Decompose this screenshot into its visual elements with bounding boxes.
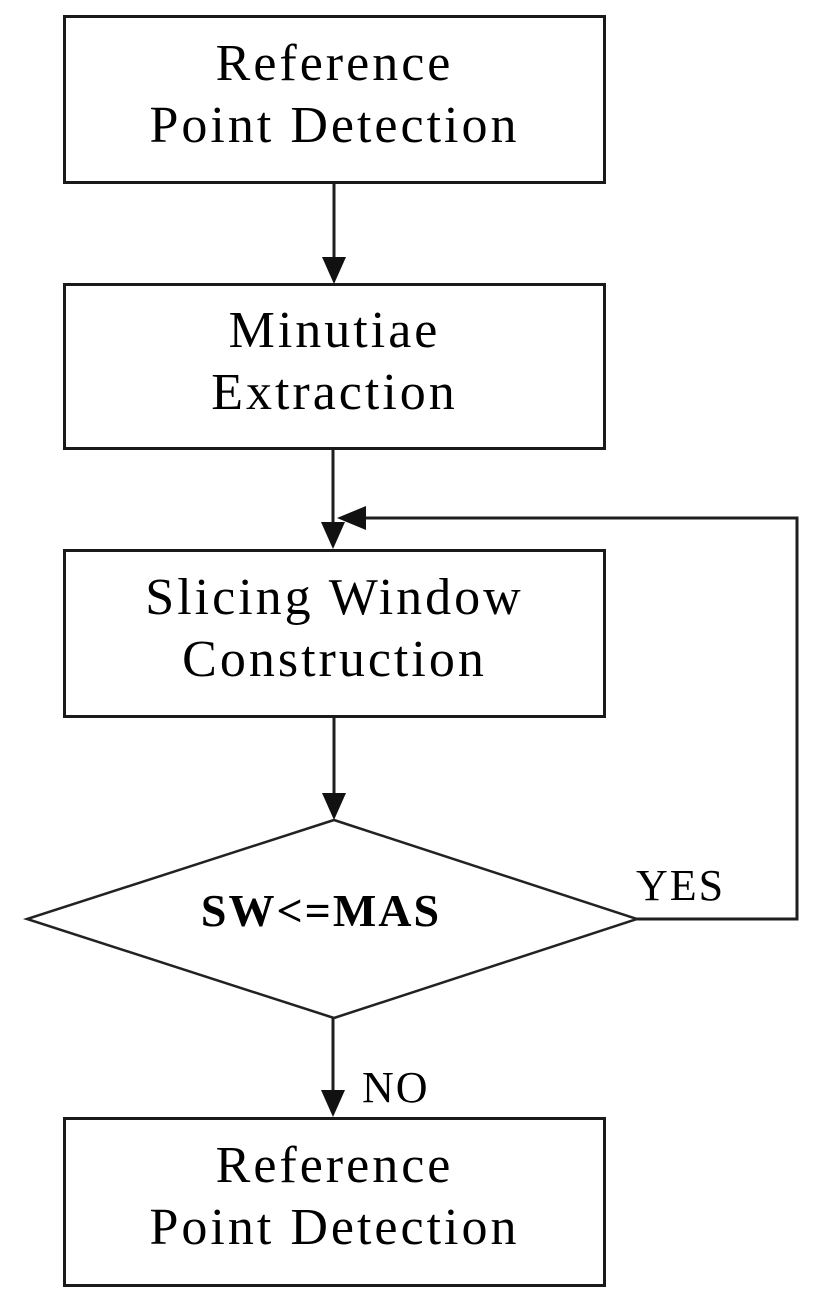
decision-label: SW<=MAS — [200, 884, 442, 936]
edge-label-no: NO — [362, 1063, 430, 1112]
arrowhead-down-icon — [322, 257, 346, 284]
arrowhead-down-icon — [322, 793, 346, 820]
node-text-line-1: Slicing Window — [145, 568, 524, 626]
edge-label-yes: YES — [636, 861, 726, 910]
node-text-line-2: Construction — [182, 630, 487, 688]
arrowhead-down-icon — [321, 522, 345, 549]
node-reference-point-detection-top: Reference Point Detection — [63, 15, 606, 184]
edge-yes-feedback — [366, 516, 799, 921]
node-text-line-1: Reference — [215, 34, 454, 92]
node-reference-point-detection-bottom: Reference Point Detection — [63, 1117, 606, 1287]
node-text-line-2: Extraction — [211, 363, 458, 421]
node-text-line-1: Reference — [215, 1137, 454, 1194]
arrowhead-down-icon — [321, 1090, 345, 1117]
node-text-line-2: Point Detection — [149, 1199, 520, 1256]
node-text-line-1: Minutiae — [228, 301, 441, 359]
node-minutiae-extraction: Minutiae Extraction — [63, 283, 606, 450]
node-slicing-window-construction: Slicing Window Construction — [63, 549, 606, 718]
arrowhead-left-icon — [337, 506, 366, 530]
node-text-line-2: Point Detection — [149, 96, 520, 154]
